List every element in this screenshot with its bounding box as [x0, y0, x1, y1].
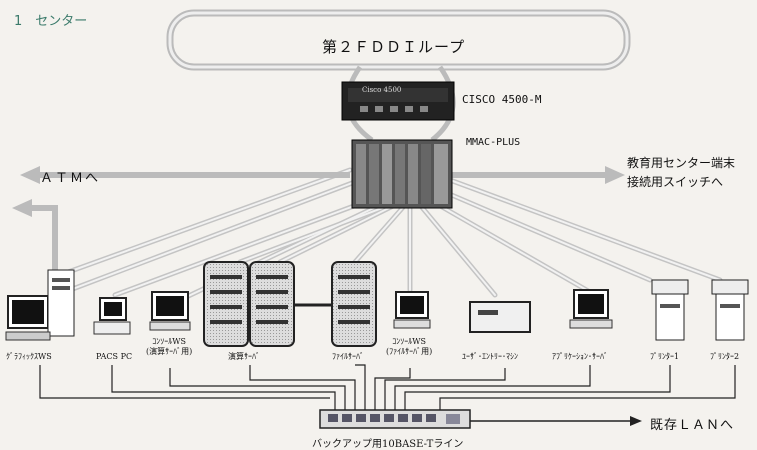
- existing-lan-label: 既存ＬＡＮへ: [650, 414, 734, 433]
- backup-line-label: バックアップ用10BASE-Tライン: [312, 435, 463, 450]
- backup-switch: [320, 410, 470, 428]
- lan-arrow: [470, 416, 642, 426]
- graphics-ws: [6, 270, 74, 340]
- user-entry-machine: [470, 302, 530, 332]
- mmac-label: MMAC-PLUS: [466, 137, 520, 148]
- console-ws-1-label-line2: (演算ｻｰﾊﾞ用): [146, 347, 192, 357]
- edu-switch-label: 教育用センター端末 接続用スイッチへ: [627, 154, 735, 192]
- compute-server-label: 演算ｻｰﾊﾞ: [228, 352, 260, 362]
- console-ws-2: [394, 292, 430, 328]
- fddi-loop-label: 第２ＦＤＤＩループ: [322, 36, 465, 57]
- cisco-badge: Cisco 4500: [362, 86, 401, 94]
- edu-label-line2: 接続用スイッチへ: [627, 173, 735, 192]
- app-server-label: ｱﾌﾟﾘｹｰｼｮﾝ･ｻｰﾊﾞ: [552, 352, 608, 362]
- pacs-pc-label: PACS PC: [96, 352, 132, 362]
- console-ws-2-label-line2: (ﾌｧｲﾙｻｰﾊﾞ用): [386, 347, 432, 357]
- file-server-rack: [332, 262, 376, 346]
- console-ws-1: [150, 292, 190, 330]
- graphics-ws-label: ｸﾞﾗﾌｨｯｸｽWS: [6, 352, 52, 362]
- console-ws-1-label: ｺﾝｿｰﾙWS (演算ｻｰﾊﾞ用): [146, 337, 192, 357]
- app-server: [570, 290, 612, 328]
- atm-label: ＡＴＭへ: [40, 167, 100, 186]
- section-heading: 1 センター: [14, 10, 87, 29]
- edu-label-line1: 教育用センター端末: [627, 154, 735, 173]
- edu-arrow: [445, 166, 625, 184]
- compute-server-racks: [204, 262, 294, 346]
- console-ws-1-label-line1: ｺﾝｿｰﾙWS: [146, 337, 192, 347]
- file-server-label: ﾌｧｲﾙｻｰﾊﾞ: [332, 352, 364, 362]
- user-entry-label: ﾕｰｻﾞ･ｴﾝﾄﾘｰ･ﾏｼﾝ: [462, 352, 518, 362]
- cisco-label: CISCO 4500-M: [462, 93, 541, 106]
- printer-2-label: ﾌﾟﾘﾝﾀｰ2: [710, 352, 739, 362]
- backup-lines: [40, 365, 735, 410]
- printer-1-label: ﾌﾟﾘﾝﾀｰ1: [650, 352, 679, 362]
- console-ws-2-label-line1: ｺﾝｿｰﾙWS: [386, 337, 432, 347]
- pacs-pc: [94, 298, 130, 334]
- console-ws-2-label: ｺﾝｿｰﾙWS (ﾌｧｲﾙｻｰﾊﾞ用): [386, 337, 432, 357]
- printer-1: [652, 280, 688, 340]
- mmac-plus-chassis: [352, 140, 452, 208]
- printer-2: [712, 280, 748, 340]
